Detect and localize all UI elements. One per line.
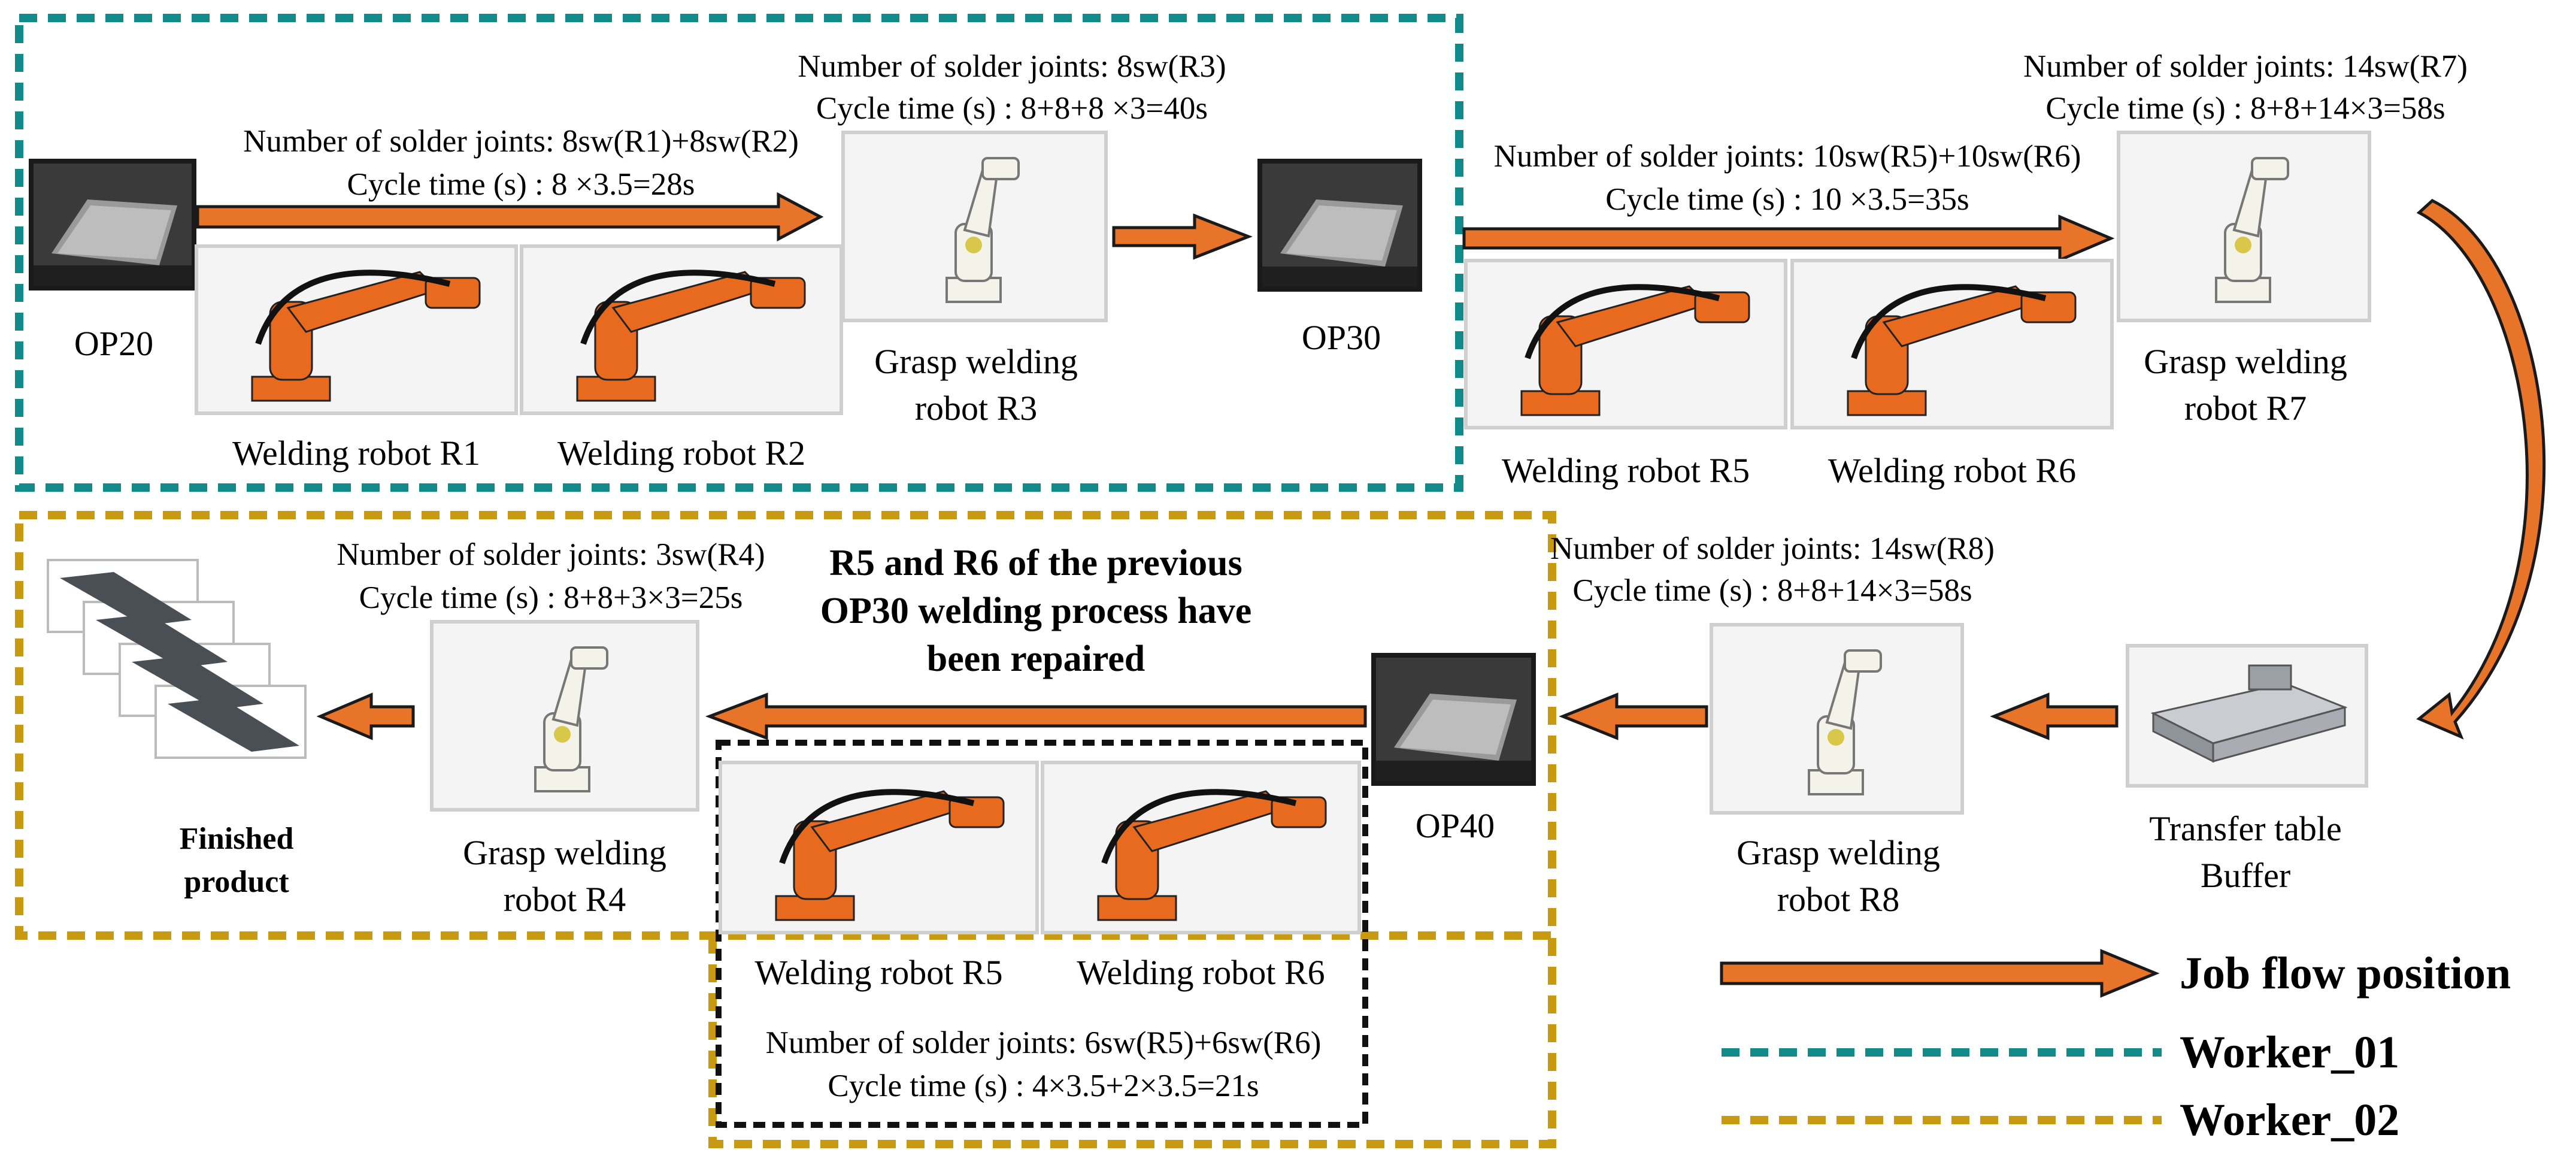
transfer-table-label: Transfer table Buffer (2149, 809, 2342, 895)
welding-robot-r5-top-label: Welding robot R5 (1501, 451, 1750, 490)
welding-robot-r6-top-image (1790, 259, 2114, 429)
grasp-robot-r8-image (1710, 623, 1964, 815)
r4-cycle-text: Cycle time (s) : 8+8+3×3=25s (359, 580, 743, 615)
repair-joints-text: Number of solder joints: 6sw(R5)+6sw(R6) (765, 1025, 1322, 1060)
op40-photo (1371, 653, 1536, 786)
op20-label: OP20 (74, 324, 154, 363)
finished-product-label: Finished product (179, 822, 294, 899)
r8-cycle-text: Cycle time (s) : 8+8+14×3=58s (1572, 573, 1972, 608)
grasp-robot-r8-label: Grasp welding robot R8 (1736, 833, 1940, 919)
welding-robot-r6-bottom-label: Welding robot R6 (1077, 953, 1325, 992)
r3-cycle-text: Cycle time (s) : 8+8+8 ×3=40s (816, 91, 1208, 126)
welding-robot-r5-top-image (1464, 259, 1787, 429)
op30-photo (1257, 159, 1422, 292)
finished-product-image (42, 554, 329, 806)
arrow-op30-r7 (1462, 214, 2115, 262)
legend-job-flow-label: Job flow position (2180, 948, 2511, 998)
op40-label: OP40 (1415, 806, 1495, 845)
welding-robot-r1-label: Welding robot R1 (232, 434, 481, 473)
arrow-r3-op30 (1112, 213, 1253, 260)
r7-cycle-text: Cycle time (s) : 8+8+14×3=58s (2045, 91, 2445, 126)
r1r2-joints-text: Number of solder joints: 8sw(R1)+8sw(R2) (243, 124, 799, 159)
grasp-robot-r7-image (2117, 131, 2371, 322)
op20-photo (29, 159, 196, 291)
grasp-robot-r3-label: Grasp welding robot R3 (874, 342, 1078, 428)
grasp-robot-r7-label: Grasp welding robot R7 (2144, 342, 2347, 428)
welding-robot-r5-bottom-image (719, 761, 1039, 934)
arrow-r4-finished (316, 692, 415, 740)
arrow-transfer-r8 (1990, 692, 2119, 740)
worker-02-boundary (15, 511, 1556, 940)
repaired-note: R5 and R6 of the previous OP30 welding p… (820, 543, 1252, 679)
r5r6-cycle-text: Cycle time (s) : 10 ×3.5=35s (1605, 182, 1969, 217)
r4-joints-text: Number of solder joints: 3sw(R4) (337, 537, 765, 572)
welding-robot-r1-image (195, 244, 518, 415)
welding-robot-r6-bottom-image (1041, 761, 1361, 934)
transfer-table-image (2126, 644, 2368, 788)
arrow-op20-r3 (196, 192, 824, 242)
legend-worker2-label: Worker_02 (2180, 1095, 2400, 1145)
flow-arrows (196, 192, 2546, 998)
r5r6-joints-text: Number of solder joints: 10sw(R5)+10sw(R… (1493, 139, 2081, 174)
arrow-op40-r4 (705, 692, 1367, 740)
worker-01-boundary (15, 14, 1463, 492)
legend-arrow (1720, 949, 2160, 998)
r8-joints-text: Number of solder joints: 14sw(R8) (1550, 531, 1995, 566)
welding-robot-r2-image (520, 244, 843, 415)
r3-joints-text: Number of solder joints: 8sw(R3) (798, 49, 1226, 84)
r7-joints-text: Number of solder joints: 14sw(R7) (2023, 49, 2468, 84)
welding-robot-r2-label: Welding robot R2 (557, 434, 806, 473)
worker-02-boundary-extension (708, 936, 1556, 1148)
legend-worker1-label: Worker_01 (2180, 1027, 2400, 1078)
grasp-robot-r3-image (841, 131, 1108, 322)
welding-robot-r5-bottom-label: Welding robot R5 (754, 953, 1003, 992)
repair-cycle-text: Cycle time (s) : 4×3.5+2×3.5=21s (828, 1069, 1259, 1103)
arrow-r7-transfer (2416, 199, 2546, 740)
welding-robot-r6-top-label: Welding robot R6 (1828, 451, 2077, 490)
grasp-robot-r4-image (430, 620, 699, 812)
arrow-r8-op40 (1559, 692, 1708, 740)
grasp-robot-r4-label: Grasp welding robot R4 (463, 833, 666, 919)
r1r2-cycle-text: Cycle time (s) : 8 ×3.5=28s (347, 167, 695, 202)
op30-label: OP30 (1301, 318, 1381, 357)
